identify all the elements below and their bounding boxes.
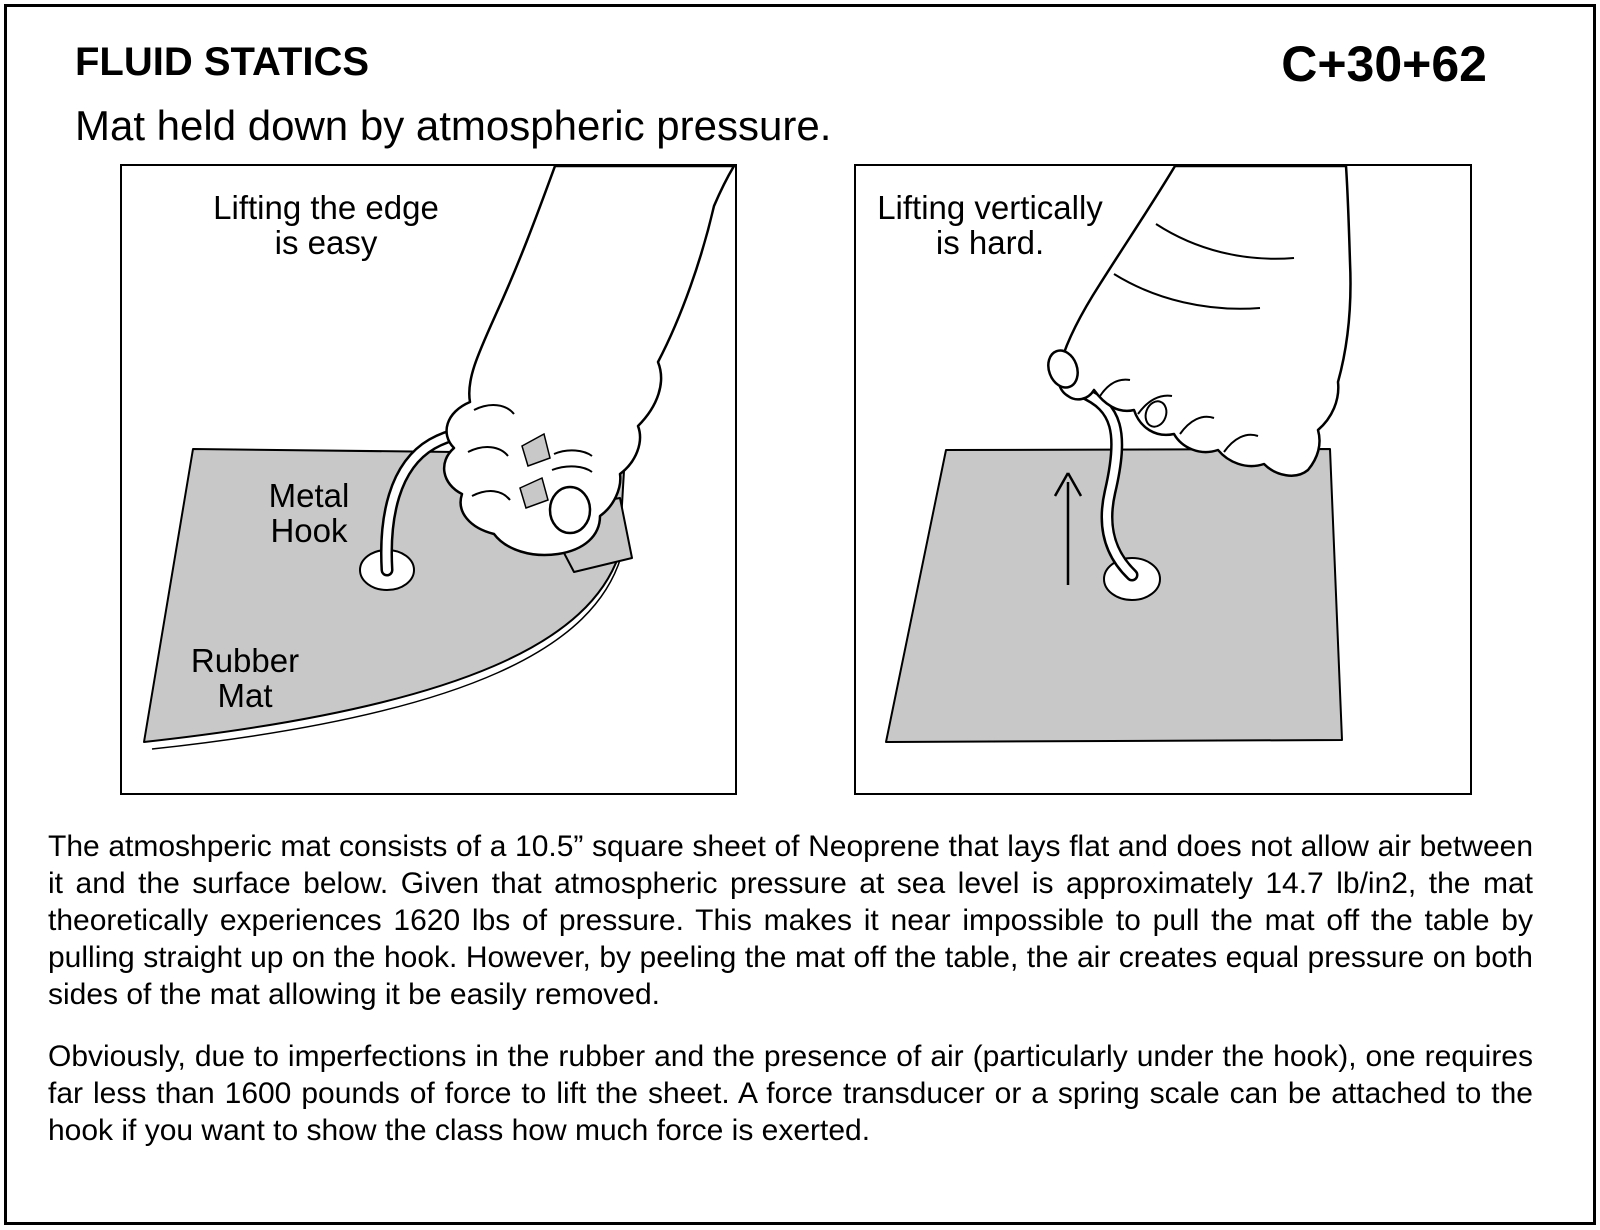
- label-line: Mat: [217, 677, 273, 714]
- up-arrow-icon: [1053, 472, 1083, 585]
- description-paragraph-1: The atmoshperic mat consists of a 10.5” …: [48, 830, 1533, 1011]
- caption-line: is easy: [274, 224, 378, 261]
- label-line: Metal: [268, 477, 350, 514]
- finger-fold-lines: [467, 404, 515, 501]
- page-subtitle: Mat held down by atmospheric pressure.: [75, 102, 832, 149]
- rubber-mat-label: Rubber Mat: [165, 643, 325, 713]
- description-paragraph-2: Obviously, due to imperfections in the r…: [48, 1040, 1533, 1147]
- label-line: Rubber: [190, 642, 300, 679]
- curled-fingernail: [1144, 400, 1168, 428]
- page-title: FLUID STATICS: [75, 40, 370, 84]
- caption-line: Lifting the edge: [213, 189, 439, 226]
- index-fingernail: [1047, 349, 1079, 389]
- peeling-illustration: [143, 166, 735, 750]
- left-figure-panel: Lifting the edge is easy Metal Hook Rubb…: [120, 164, 737, 795]
- finger-shade-1: [521, 432, 551, 467]
- finger-separation-lines: [1099, 378, 1259, 453]
- metal-hook-label: Metal Hook: [229, 478, 389, 548]
- caption-line: is hard.: [935, 224, 1045, 261]
- thumbnail: [548, 485, 592, 535]
- finger-shade-2: [519, 476, 549, 509]
- mat-underside-edge: [151, 556, 622, 750]
- lifting-illustration: [885, 166, 1352, 743]
- label-line: Hook: [270, 512, 348, 549]
- right-panel-caption: Lifting vertically is hard.: [859, 190, 1121, 260]
- peeling-hand-illustration: [442, 166, 735, 557]
- right-figure-panel: Lifting vertically is hard.: [854, 164, 1472, 795]
- left-panel-caption: Lifting the edge is easy: [176, 190, 476, 260]
- metal-hook-shape: [1078, 388, 1136, 579]
- demo-code: C+30+62: [1281, 36, 1487, 92]
- knuckle-crease-lines: [551, 449, 593, 473]
- hand-back-crease-lines: [1113, 223, 1295, 310]
- caption-line: Lifting vertically: [877, 189, 1103, 226]
